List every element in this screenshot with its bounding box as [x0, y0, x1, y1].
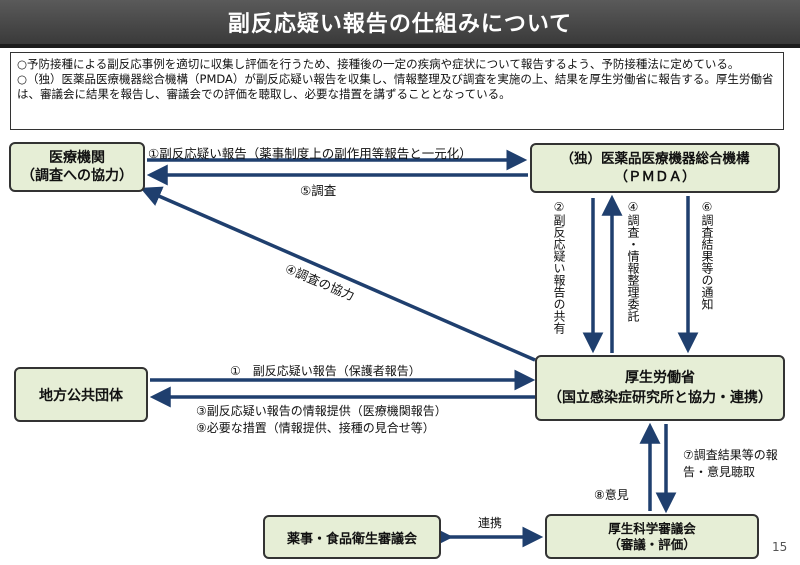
label-iryo-to-pmda: ①副反応疑い報告（薬事制度上の副作用等報告と一元化）: [148, 146, 472, 161]
label-pmda-to-mhlw-result: ⑥調査結果等の通知: [700, 200, 714, 310]
label-mhlw-to-kagaku: ⑦調査結果等の報告・意見聴取: [683, 448, 778, 479]
node-chiho-label: 地方公共団体: [39, 387, 123, 404]
node-iryo-kikan: 医療機関 （調査への協力）: [9, 142, 145, 192]
label-renkei: 連携: [478, 516, 503, 530]
node-mhlw: 厚生労働省 （国立感染症研究所と協力・連携）: [535, 355, 785, 421]
intro-box: ○予防接種による副反応事例を適切に収集し評価を行うため、接種後の一定の疾病や症状…: [10, 52, 784, 130]
intro-line-1: ○予防接種による副反応事例を適切に収集し評価を行うため、接種後の一定の疾病や症状…: [17, 57, 740, 71]
arrow-mhlw-to-iryo: [140, 186, 536, 362]
node-pmda-line1: （独）医薬品医療機器総合機構: [560, 151, 750, 167]
node-mhlw-line1: 厚生労働省: [625, 370, 695, 386]
node-iryo-line1: 医療機関: [49, 150, 105, 166]
node-pmda-line2: （ＰＭＤＡ）: [614, 169, 696, 185]
title-bar: 副反応疑い報告の仕組みについて: [0, 0, 800, 48]
node-chiho-koukyou-dantai: 地方公共団体: [14, 367, 148, 422]
label-mhlw-to-chiho-2: ⑨必要な措置（情報提供、接種の見合せ等）: [196, 421, 435, 435]
page-title: 副反応疑い報告の仕組みについて: [227, 12, 573, 37]
label-mhlw-to-chiho-1: ③副反応疑い報告の情報提供（医療機関報告）: [196, 404, 447, 418]
label-mhlw-to-pmda: ④調査・情報整理委託: [626, 200, 640, 322]
node-pmda: （独）医薬品医療機器総合機構 （ＰＭＤＡ）: [530, 143, 780, 193]
node-kagaku-line1: 厚生科学審議会: [608, 520, 696, 536]
node-yakuji-label: 薬事・食品衛生審議会: [286, 531, 417, 547]
label-pmda-to-iryo: ⑤調査: [300, 183, 337, 198]
node-yakuji-shingikai: 薬事・食品衛生審議会: [263, 515, 441, 559]
node-mhlw-line2: （国立感染症研究所と協力・連携）: [548, 390, 772, 406]
page-number: 15: [772, 540, 788, 554]
label-chiho-to-mhlw: ① 副反応疑い報告（保護者報告）: [230, 364, 421, 378]
node-kagaku-line2: （審議・評価）: [608, 536, 696, 552]
node-iryo-line2: （調査への協力）: [21, 168, 133, 184]
intro-line-2: ○（独）医薬品医療機器総合機構（PMDA）が副反応疑い報告を収集し、情報整理及び…: [17, 72, 774, 101]
label-kagaku-to-mhlw: ⑧意見: [594, 488, 629, 502]
label-pmda-to-mhlw-share: ②副反応疑い報告の共有: [552, 200, 566, 334]
node-kousei-kagaku-shingikai: 厚生科学審議会 （審議・評価）: [545, 514, 759, 559]
